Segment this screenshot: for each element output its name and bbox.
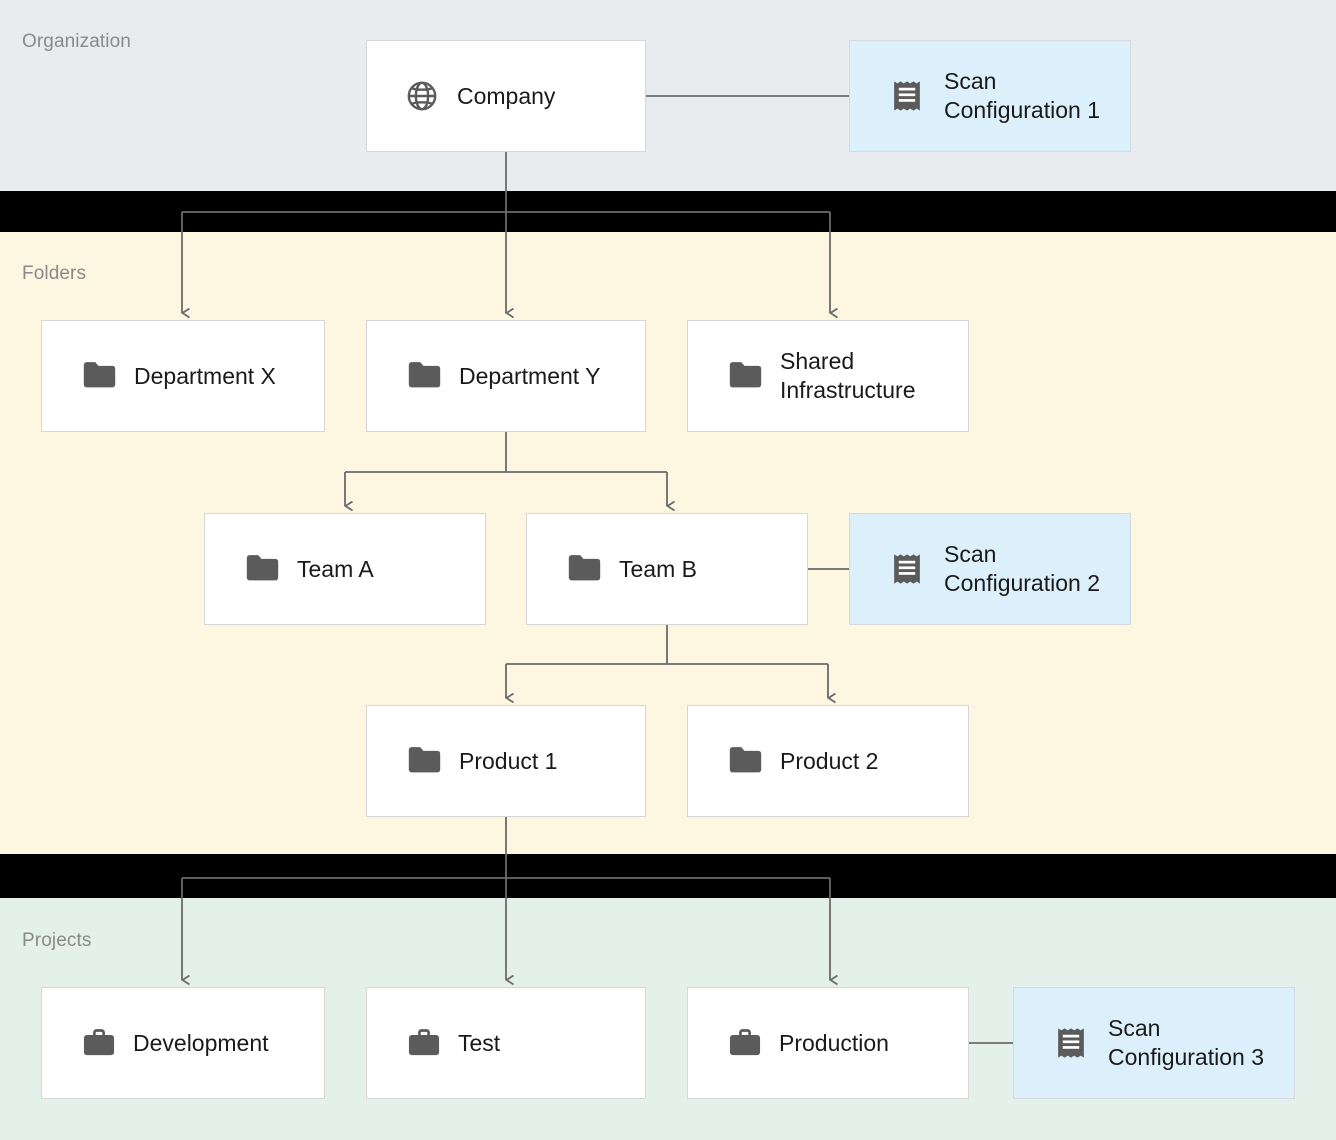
folder-icon xyxy=(567,554,602,584)
folder-icon xyxy=(245,554,280,584)
node-team-a[interactable]: Team A xyxy=(204,513,486,625)
scan-config-icon xyxy=(1054,1025,1088,1061)
globe-icon xyxy=(405,79,439,113)
node-development[interactable]: Development xyxy=(41,987,325,1099)
node-label: Company xyxy=(457,82,556,109)
node-shared-infrastructure[interactable]: Shared Infrastructure xyxy=(687,320,969,432)
node-label: Development xyxy=(133,1029,269,1056)
scan-config-icon xyxy=(890,78,924,114)
node-scan-configuration-3[interactable]: Scan Configuration 3 xyxy=(1013,987,1295,1099)
folder-icon xyxy=(407,361,442,391)
band-label-folders: Folders xyxy=(22,263,87,284)
node-scan-configuration-2[interactable]: Scan Configuration 2 xyxy=(849,513,1131,625)
folder-icon xyxy=(728,746,763,776)
node-test[interactable]: Test xyxy=(366,987,646,1099)
node-product-2[interactable]: Product 2 xyxy=(687,705,969,817)
band-label-projects: Projects xyxy=(22,930,92,951)
node-label: Team B xyxy=(619,555,697,582)
folder-icon xyxy=(82,361,117,391)
node-department-y[interactable]: Department Y xyxy=(366,320,646,432)
node-label: Product 2 xyxy=(780,747,879,774)
node-product-1[interactable]: Product 1 xyxy=(366,705,646,817)
node-label: Product 1 xyxy=(459,747,558,774)
node-label: Production xyxy=(779,1029,889,1056)
briefcase-icon xyxy=(728,1027,762,1059)
node-company[interactable]: Company xyxy=(366,40,646,152)
folder-icon xyxy=(728,361,763,391)
node-scan-configuration-1[interactable]: Scan Configuration 1 xyxy=(849,40,1131,152)
band-organization xyxy=(0,0,1336,191)
briefcase-icon xyxy=(407,1027,441,1059)
node-label: Team A xyxy=(297,555,374,582)
node-label: Shared Infrastructure xyxy=(780,348,916,403)
node-label: Scan Configuration 2 xyxy=(944,541,1100,596)
node-label: Scan Configuration 3 xyxy=(1108,1015,1264,1070)
folder-icon xyxy=(407,746,442,776)
node-label: Scan Configuration 1 xyxy=(944,68,1100,123)
briefcase-icon xyxy=(82,1027,116,1059)
node-label: Department X xyxy=(134,362,276,389)
node-team-b[interactable]: Team B xyxy=(526,513,808,625)
node-department-x[interactable]: Department X xyxy=(41,320,325,432)
scan-config-icon xyxy=(890,551,924,587)
band-label-organization: Organization xyxy=(22,31,131,52)
node-label: Department Y xyxy=(459,362,601,389)
node-label: Test xyxy=(458,1029,501,1056)
node-production[interactable]: Production xyxy=(687,987,969,1099)
